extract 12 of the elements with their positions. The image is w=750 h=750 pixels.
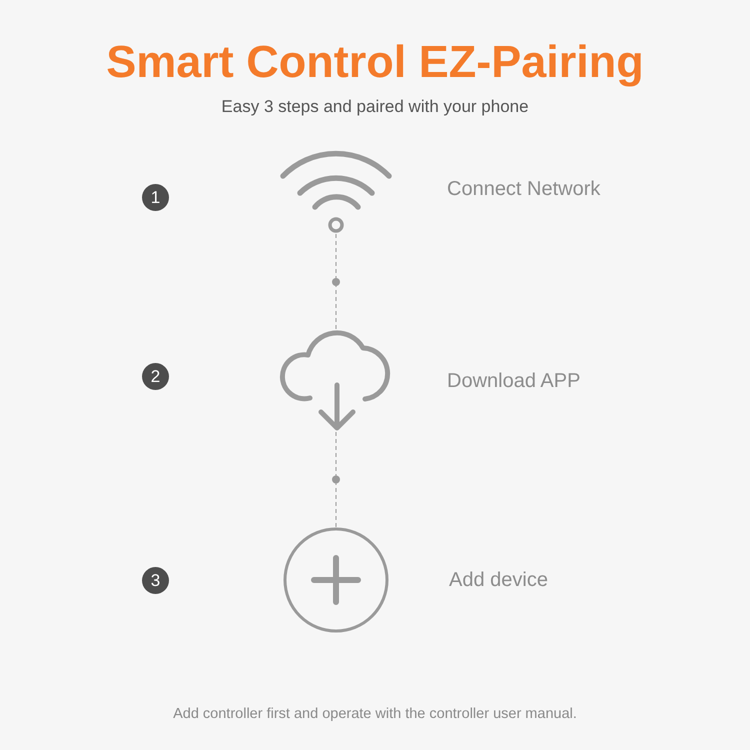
- plus-circle-icon: [283, 527, 389, 633]
- title: Smart Control EZ-Pairing: [106, 36, 644, 88]
- caption: Add controller first and operate with the controller user manual.: [173, 705, 577, 724]
- step-label: Download APP: [447, 369, 580, 393]
- wifi-icon: [280, 150, 392, 234]
- step-label: Connect Network: [447, 177, 600, 201]
- step-label: Add device: [449, 568, 548, 592]
- cloud-download-icon: [280, 330, 392, 432]
- step-number: 2: [142, 363, 169, 390]
- step-number: 1: [142, 184, 169, 211]
- subtitle: Easy 3 steps and paired with your phone: [221, 96, 529, 118]
- step-number: 3: [142, 567, 169, 594]
